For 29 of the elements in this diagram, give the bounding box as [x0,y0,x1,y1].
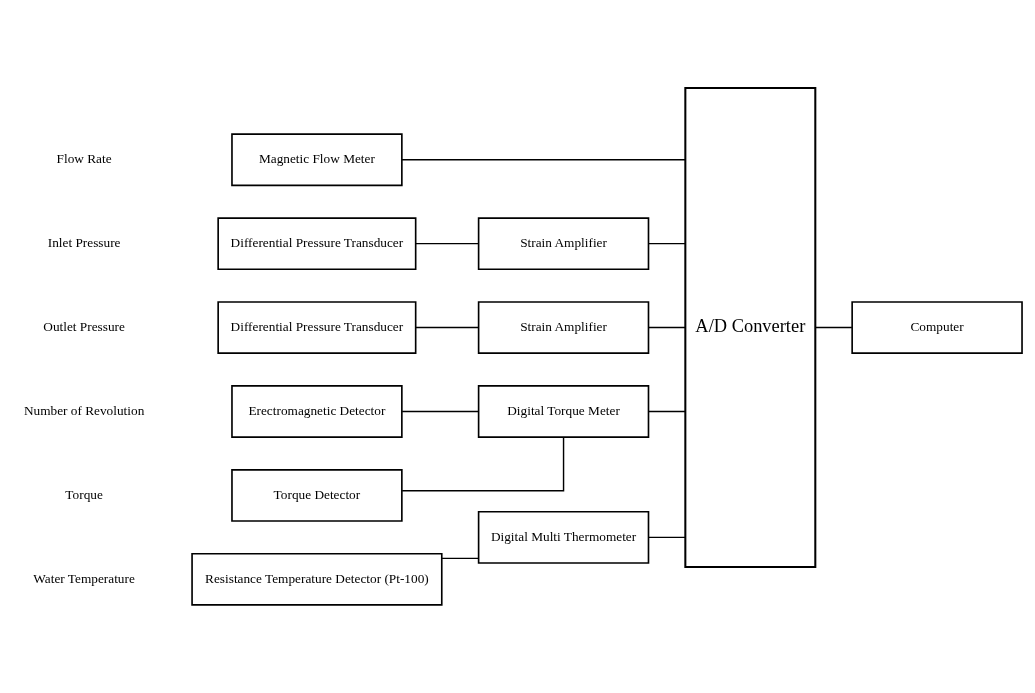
node-box: Digital Multi Thermometer [477,510,650,564]
connector [401,159,686,161]
connector [415,326,480,329]
connector [648,242,686,245]
node-box: Computer [851,301,1023,354]
label: Inlet Pressure [47,235,121,251]
label: Flow Rate [56,151,112,167]
connector [441,557,480,560]
node-box: Differential Pressure Transducer [217,217,417,271]
node-box: Strain Amplifier [477,217,650,271]
connector [401,436,565,492]
node-box: Erectromagnetic Detector [231,385,403,438]
connector [401,410,480,413]
label: Water Temperature [33,570,135,586]
node-box: Strain Amplifier [477,301,650,354]
connector [648,326,686,329]
label: Number of Revolution [23,402,145,418]
node-box: Torque Detector [231,469,403,522]
node-box: Resistance Temperature Detector (Pt-100) [191,552,443,606]
node-box: A/D Converter [684,87,817,569]
node-box: Digital Torque Meter [477,385,650,438]
node-box: Differential Pressure Transducer [217,301,417,354]
connector [648,536,686,539]
connector [648,410,686,413]
node-box: Magnetic Flow Meter [231,133,403,187]
connector [814,326,853,329]
label: Outlet Pressure [43,319,125,335]
label: Torque [65,486,103,502]
connector [415,242,480,245]
